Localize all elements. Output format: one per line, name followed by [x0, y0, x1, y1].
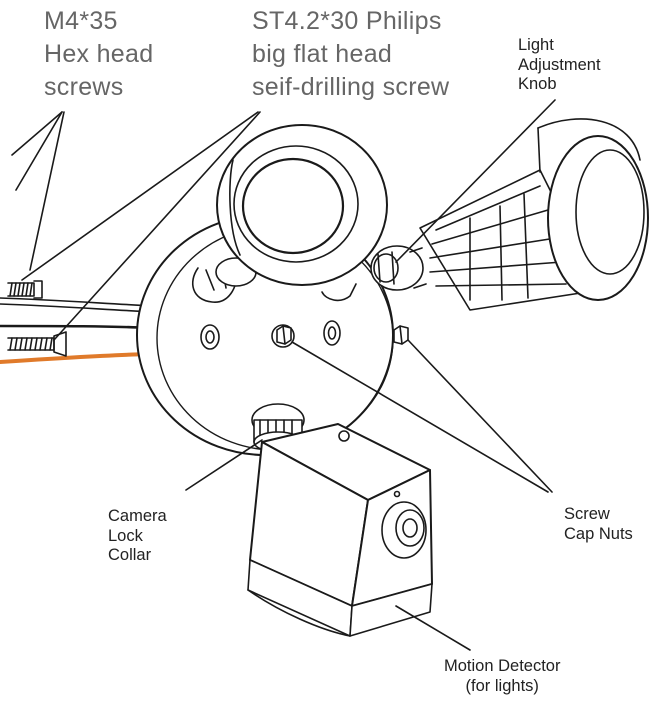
hex-head-screw [7, 280, 43, 299]
motion-detector-camera [247, 423, 433, 637]
light-knob-label-line-1: Light [518, 36, 554, 54]
orange-power-cable [0, 352, 152, 364]
light-knob-label-line-2: Adjustment [518, 55, 601, 74]
knob-leader-line [395, 99, 556, 263]
motion-detector-label: Motion Detector (for lights) [444, 657, 560, 696]
camera-collar-label-line-1: Camera [108, 507, 167, 525]
light-adjustment-knob [370, 245, 427, 291]
hex-screw-label-line-2: Hex head [44, 40, 154, 68]
screw-cap-nut-left [276, 325, 292, 345]
left-lamp-head [191, 124, 388, 303]
motion-detector-label-line-1: Motion Detector [444, 657, 561, 675]
black-wire [0, 324, 152, 330]
nut-leader-line-left [291, 341, 549, 493]
drilling-screw-label-line-2: big flat head [252, 40, 393, 68]
light-knob-label: Light Adjustment Knob [518, 36, 601, 95]
nut-leader-line-right [407, 339, 553, 493]
right-lamp-head [419, 118, 649, 311]
collar-leader-line [185, 439, 263, 491]
screw-cap-nut-right [393, 325, 409, 345]
motion-detector-label-line-2: (for lights) [465, 676, 539, 695]
cap-nuts-label-line-1: Screw [564, 505, 610, 523]
light-knob-label-line-3: Knob [518, 75, 557, 93]
detector-leader-line [395, 605, 471, 651]
cap-nuts-label: Screw Cap Nuts [564, 505, 633, 544]
cap-nuts-label-line-2: Cap Nuts [564, 524, 633, 543]
philips-flat-head-screw [7, 331, 67, 357]
drilling-screw-label-line-1: ST4.2*30 Philips [252, 7, 442, 35]
hex-screw-label: M4*35 Hex head screws [44, 5, 153, 104]
camera-collar-label-line-2: Lock [108, 526, 143, 545]
hex-screw-leader-lines [11, 111, 65, 271]
white-wire [0, 297, 156, 307]
hex-screw-label-line-1: M4*35 [44, 7, 118, 35]
drilling-screw-label-line-3: seif-drilling screw [252, 73, 450, 101]
camera-collar-label-line-3: Collar [108, 546, 152, 564]
hex-screw-label-line-3: screws [44, 73, 124, 101]
drilling-screw-label: ST4.2*30 Philips big flat head seif-dril… [252, 5, 449, 104]
camera-collar-label: Camera Lock Collar [108, 507, 167, 566]
